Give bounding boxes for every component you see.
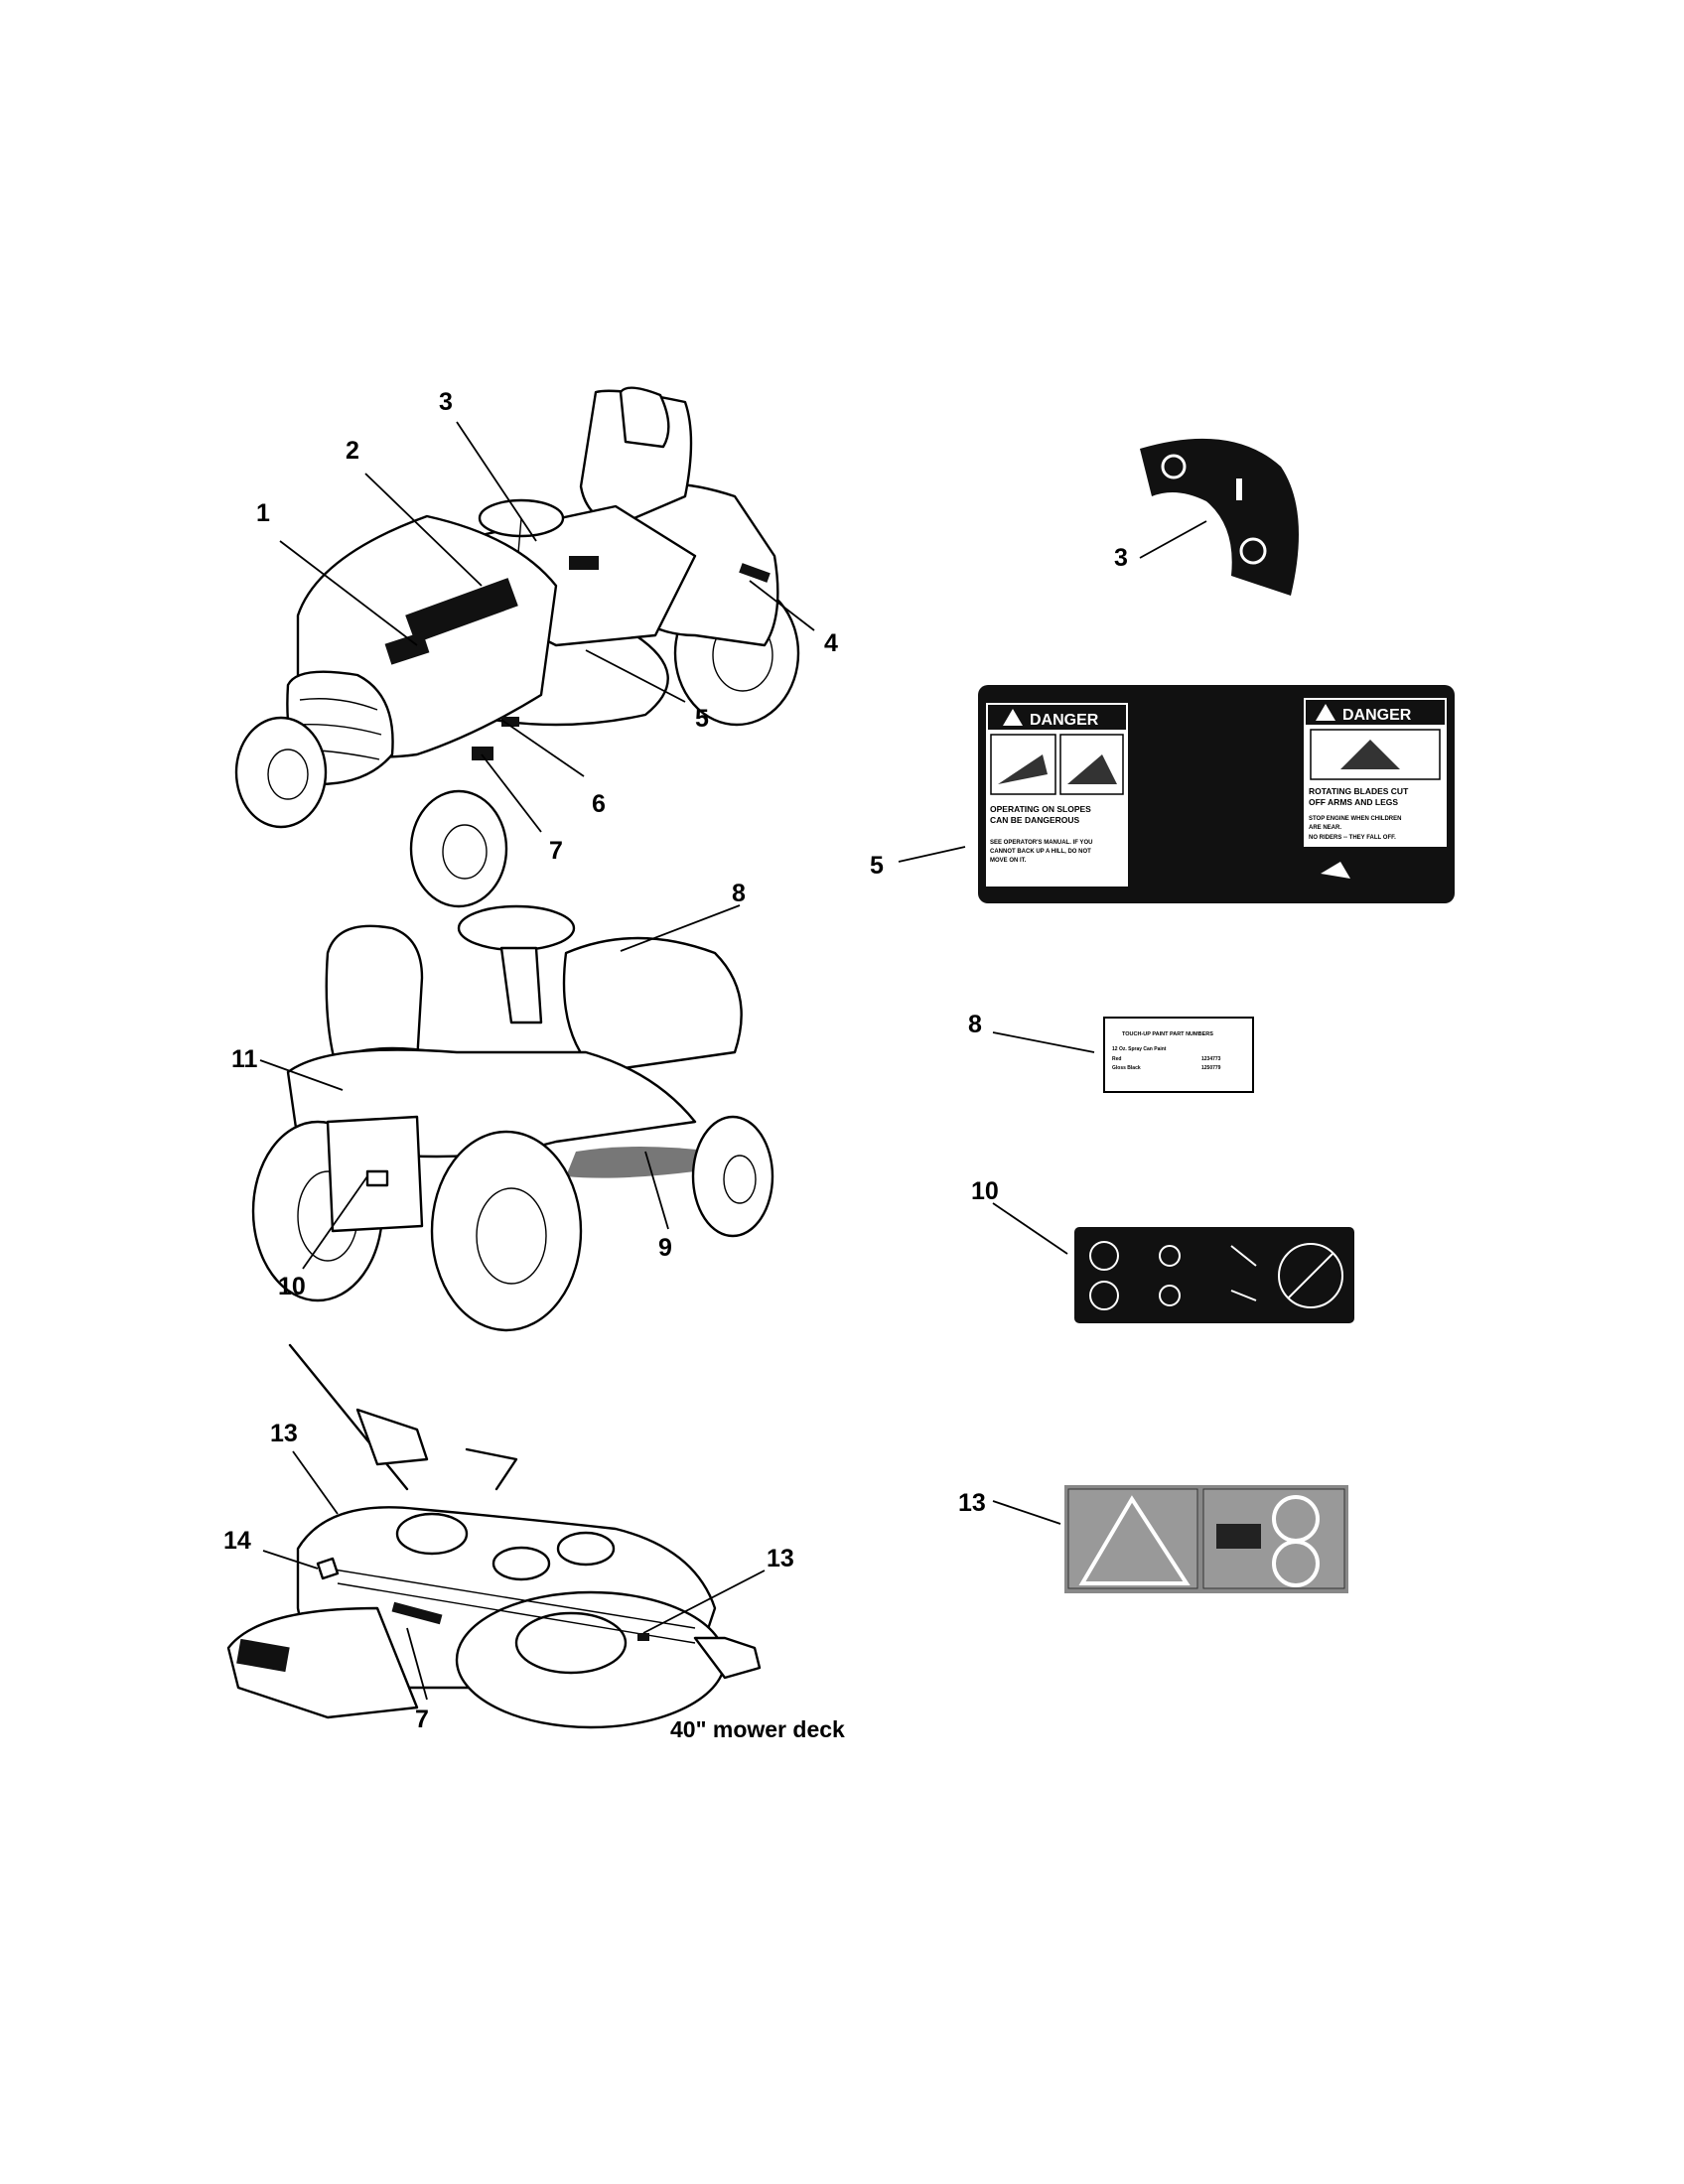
right-danger-header: DANGER [1342,707,1412,724]
paint-decal-row1-name: Red [1112,1056,1121,1062]
callout-10-right: 10 [971,1177,999,1205]
callout-11: 11 [231,1045,258,1073]
callout-8: 8 [732,880,746,907]
callout-14: 14 [223,1527,251,1555]
callout-13-decal: 13 [958,1489,986,1517]
left-danger-body-3: MOVE ON IT. [990,858,1027,864]
callout-8-right: 8 [968,1011,982,1038]
operation-decal [1074,1227,1354,1323]
right-danger-title-1: ROTATING BLADES CUT [1309,786,1409,796]
paint-decal-row2-part: 1250779 [1201,1065,1221,1071]
callout-3-right: 3 [1114,544,1128,572]
callout-9: 9 [658,1234,672,1262]
right-danger-body-1: STOP ENGINE WHEN CHILDREN [1309,816,1401,822]
callout-5-right: 5 [870,852,884,880]
ignition-switch-decal [1140,438,1299,596]
paint-decal-line1: 12 Oz. Spray Can Paint [1112,1046,1167,1052]
danger-decal: DANGER OPERATING ON SLOPES CAN BE DANGER… [978,685,1455,903]
callout-4: 4 [824,629,838,657]
paint-decal-row2-name: Gloss Black [1112,1065,1141,1071]
tractor-front-view [234,386,800,908]
left-danger-title-1: OPERATING ON SLOPES [990,804,1091,814]
paint-decal-row1-part: 1234773 [1201,1056,1221,1062]
touch-up-paint-decal: TOUCH-UP PAINT PART NUMBERS 12 Oz. Spray… [1103,1017,1254,1093]
callout-5: 5 [695,705,709,733]
callout-6: 6 [592,790,606,818]
right-danger-body-3: NO RIDERS -- THEY FALL OFF. [1309,835,1396,841]
right-danger-body-2: ARE NEAR. [1309,825,1341,831]
callout-2: 2 [346,437,359,465]
callout-10: 10 [278,1273,306,1300]
right-danger-title-2: OFF ARMS AND LEGS [1309,797,1398,807]
callout-3: 3 [439,388,453,416]
callout-13-top: 13 [270,1420,298,1447]
left-danger-title-2: CAN BE DANGEROUS [990,815,1080,825]
left-danger-body-2: CANNOT BACK UP A HILL, DO NOT [990,849,1091,855]
mower-deck-drawing [226,1343,762,1729]
mower-deck-caption: 40" mower deck [670,1716,845,1742]
callout-13-right: 13 [767,1545,794,1572]
left-danger-header: DANGER [1030,712,1099,729]
left-danger-body-1: SEE OPERATOR'S MANUAL. IF YOU [990,840,1092,846]
tractor-rear-view [251,904,774,1332]
callout-7: 7 [549,837,563,865]
paint-decal-title: TOUCH-UP PAINT PART NUMBERS [1122,1031,1213,1037]
blade-warning-decal [1064,1485,1348,1593]
callout-1: 1 [256,499,270,527]
callout-7-deck: 7 [415,1706,429,1733]
